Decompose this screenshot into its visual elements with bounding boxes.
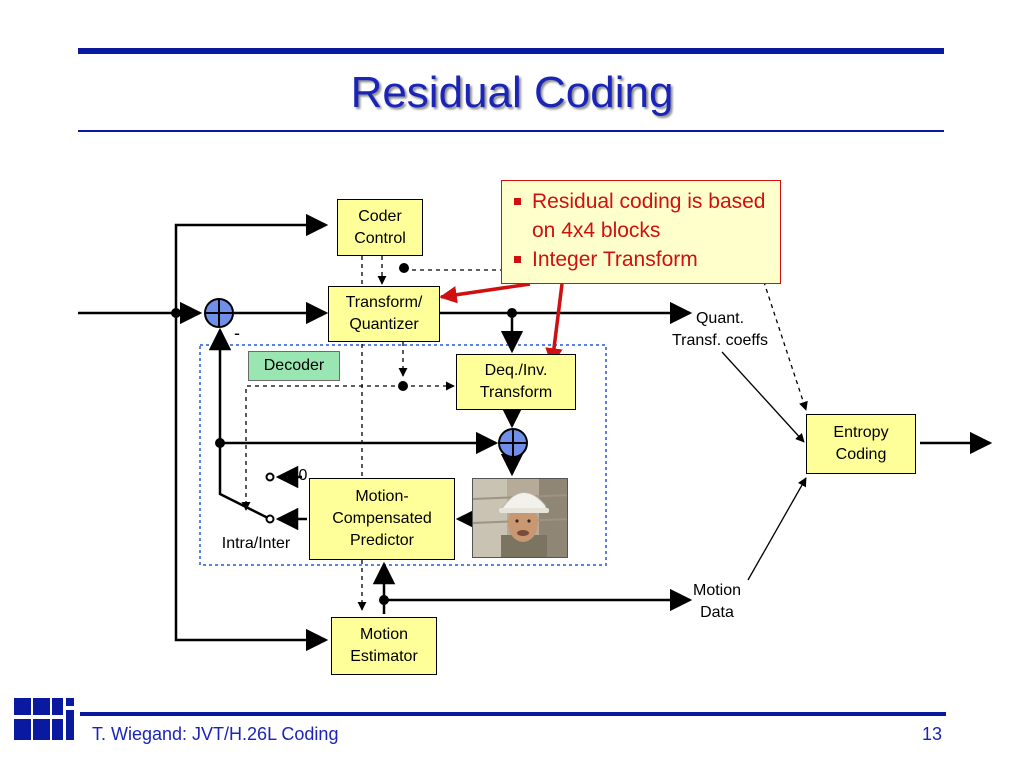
bullet-square-icon bbox=[514, 256, 521, 263]
minus-sign: - bbox=[234, 323, 240, 343]
junction-dot-icon bbox=[507, 308, 517, 318]
callout-item: Residual coding is based on 4x4 blocks bbox=[512, 187, 772, 245]
junction-dot-icon bbox=[171, 308, 181, 318]
motion-estimator-block: Motion Estimator bbox=[331, 617, 437, 675]
junction-dot-icon bbox=[215, 438, 225, 448]
page-title: Residual Coding bbox=[350, 68, 674, 117]
callout-box: Residual coding is based on 4x4 blocks I… bbox=[501, 180, 781, 284]
coder-control-block: Coder Control bbox=[337, 199, 423, 256]
decoder-region bbox=[199, 344, 607, 566]
intra-inter-label: Intra/Inter bbox=[221, 535, 291, 552]
video-frame-thumbnail bbox=[472, 478, 568, 558]
callout-item: Integer Transform bbox=[512, 245, 772, 274]
decoder-label: Decoder bbox=[248, 351, 340, 381]
switch-contact-icon bbox=[265, 514, 275, 524]
junction-dot-icon bbox=[379, 595, 389, 605]
deq-inv-transform-block: Deq./Inv. Transform bbox=[456, 354, 576, 410]
motion-data-label: Motion Data bbox=[692, 582, 742, 621]
adder-icon bbox=[498, 428, 528, 458]
transform-quantizer-block: Transform/ Quantizer bbox=[328, 286, 440, 342]
entropy-coding-block: Entropy Coding bbox=[806, 414, 916, 474]
bullet-square-icon bbox=[514, 198, 521, 205]
motion-compensated-predictor-block: Motion- Compensated Predictor bbox=[309, 478, 455, 560]
title-bottom-rule bbox=[78, 130, 944, 132]
junction-dot-icon bbox=[399, 263, 409, 273]
footer-rule bbox=[80, 712, 946, 716]
switch-contact-icon bbox=[265, 472, 275, 482]
adder-icon bbox=[204, 298, 234, 328]
page-number: 13 bbox=[921, 724, 942, 744]
title-top-rule bbox=[78, 48, 944, 54]
footer-author-text: T. Wiegand: JVT/H.26L Coding bbox=[92, 724, 339, 744]
zero-input-label: 0 bbox=[298, 467, 308, 484]
junction-dot-icon bbox=[398, 381, 408, 391]
quant-coeffs-label: Quant. Transf. coeffs bbox=[671, 310, 769, 349]
